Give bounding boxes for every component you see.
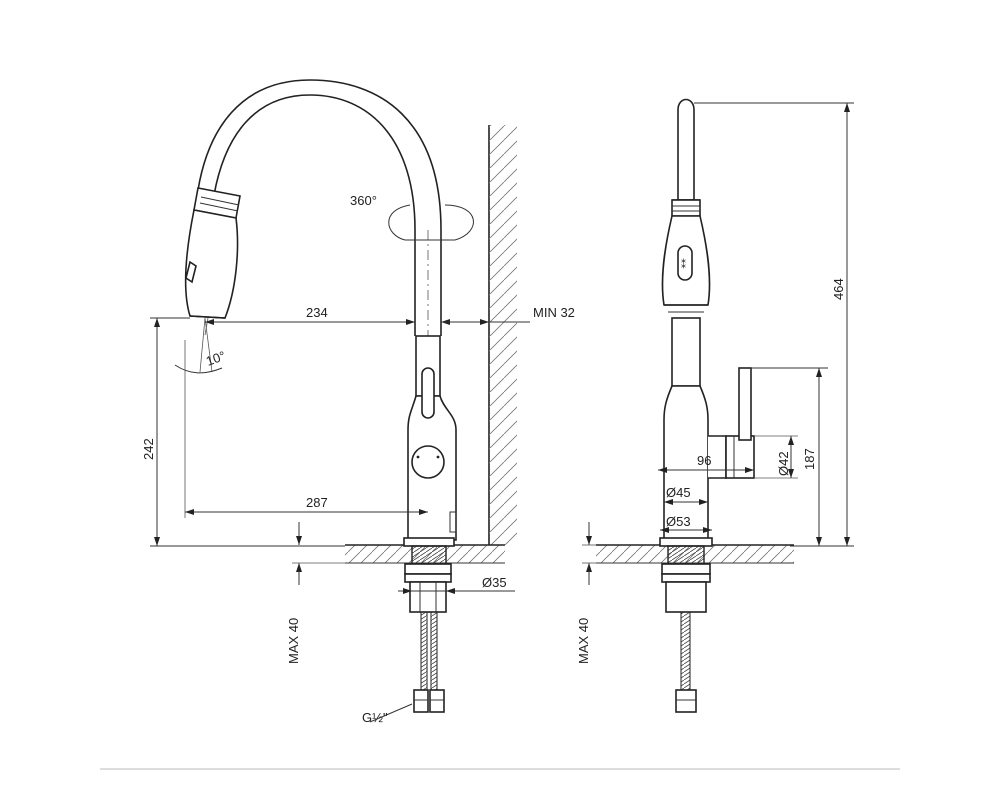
dim-base-to-spout xyxy=(184,340,428,518)
base-diameter-label: Ø35 xyxy=(482,575,507,590)
dim-total-height xyxy=(694,102,854,547)
body-diameter-label: Ø45 xyxy=(666,485,691,500)
total-height-label: 464 xyxy=(831,278,846,300)
front-view: 360° 10° xyxy=(141,79,575,725)
dim-body-diameter xyxy=(664,499,708,505)
dim-spout-height xyxy=(150,317,345,547)
handle-reach-label: 96 xyxy=(697,453,711,468)
thread-leader xyxy=(369,703,413,723)
spray-angle xyxy=(174,317,223,374)
spray-head xyxy=(184,187,241,336)
wall-clearance-label: MIN 32 xyxy=(533,305,575,320)
dim-side-base-diameter xyxy=(660,527,712,533)
side-base-diameter-label: Ø53 xyxy=(666,514,691,529)
side-handle xyxy=(708,367,755,479)
reach-label: 234 xyxy=(306,305,328,320)
dim-side-counter-thickness xyxy=(582,522,596,585)
hose-thread-label: G½" xyxy=(362,710,388,725)
rotation-indicator xyxy=(388,204,474,241)
spray-angle-label: 10° xyxy=(204,348,228,369)
counter-thickness-label: MAX 40 xyxy=(286,618,301,664)
dim-handle-reach xyxy=(658,467,754,473)
dim-reach xyxy=(205,319,530,325)
handle-height-label: 187 xyxy=(802,448,817,470)
svg-text:⁑: ⁑ xyxy=(681,259,686,271)
dim-handle-height xyxy=(751,367,828,546)
rotation-label: 360° xyxy=(350,193,377,208)
side-spout: ⁑ xyxy=(659,98,713,547)
dim-base-diameter xyxy=(398,588,515,594)
dim-counter-thickness xyxy=(292,522,345,585)
dim-handle-diameter xyxy=(754,435,798,479)
faucet-body xyxy=(403,335,457,547)
side-view: ⁑ xyxy=(576,98,854,713)
wall xyxy=(488,125,517,545)
spout-height-label: 242 xyxy=(141,438,156,460)
side-mounting-shank xyxy=(661,545,711,713)
mounting-shank xyxy=(404,545,452,713)
handle-diameter-label: Ø42 xyxy=(776,451,791,476)
base-to-spout-label: 287 xyxy=(306,495,328,510)
side-counter-thickness-label: MAX 40 xyxy=(576,618,591,664)
